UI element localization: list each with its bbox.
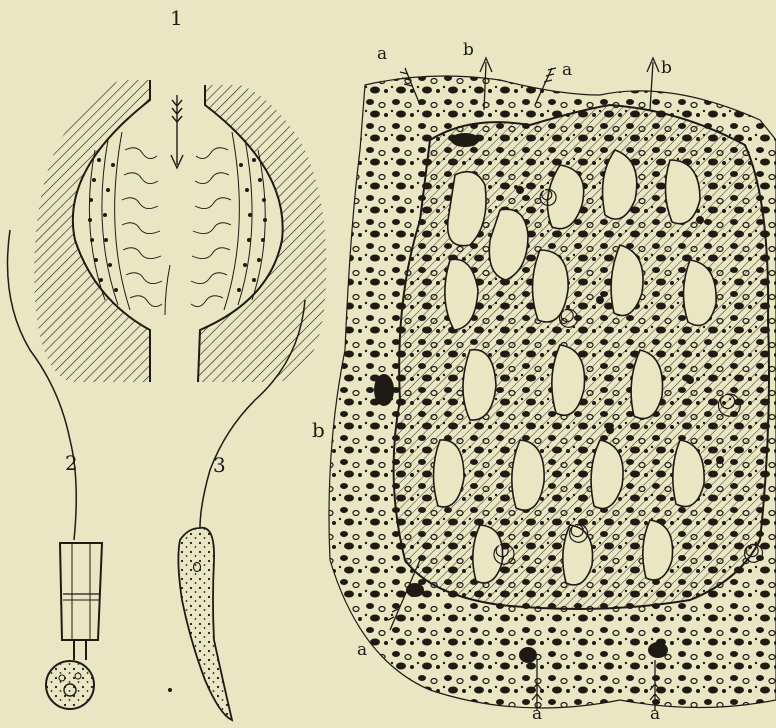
label-b-top-right: b xyxy=(661,60,672,77)
label-a-bottom-2: a xyxy=(650,706,660,723)
tissue-section xyxy=(329,58,776,710)
label-a-bottom-1: a xyxy=(532,706,542,723)
label-a-top-right: a xyxy=(562,62,572,79)
figure-number-1: 1 xyxy=(170,8,183,28)
label-b-top-left: b xyxy=(463,42,474,59)
label-a-top-left: a xyxy=(377,46,387,63)
label-a-side: a xyxy=(357,642,367,659)
figure-number-2: 2 xyxy=(65,453,78,473)
figure-1-gland xyxy=(34,80,326,382)
label-b-side: b xyxy=(312,420,325,440)
figure-number-3: 3 xyxy=(213,455,226,475)
